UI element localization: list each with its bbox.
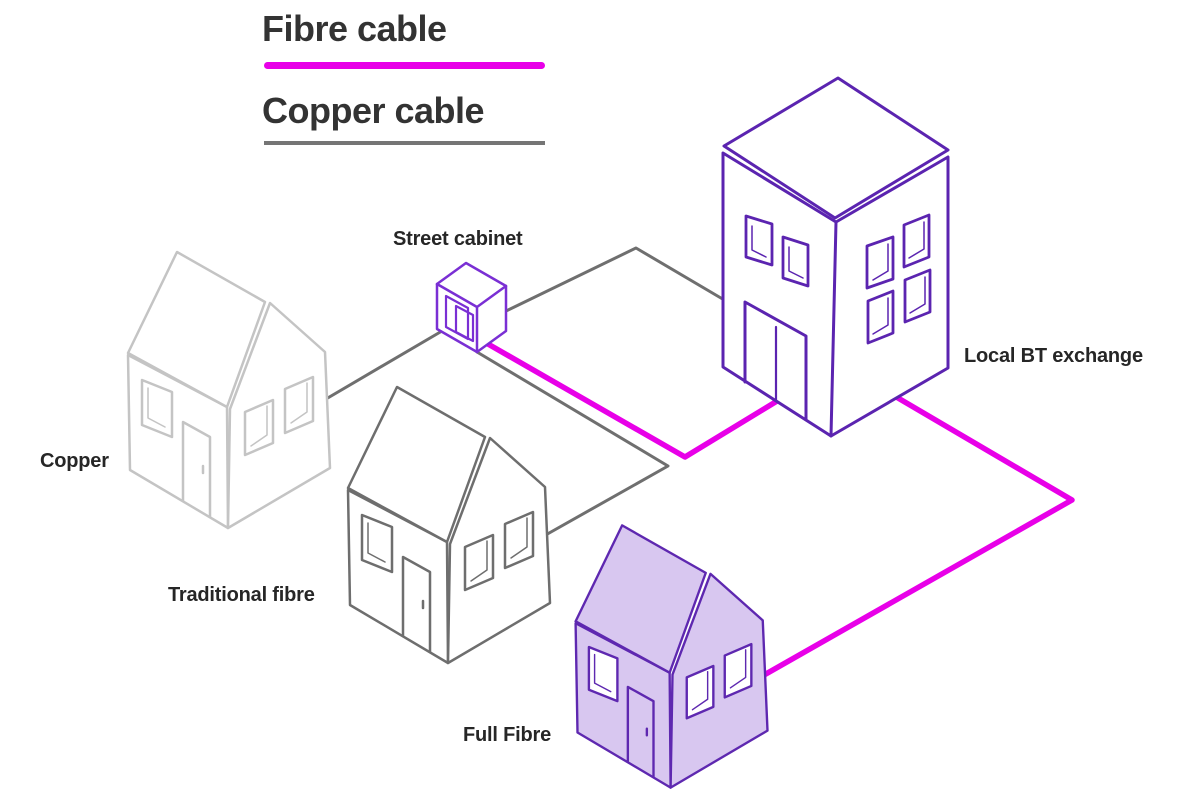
label-local-bt-exchange: Local BT exchange	[964, 345, 1143, 367]
window-glint	[788, 246, 804, 279]
street-cabinet	[435, 261, 508, 354]
cabinet-door-panel	[454, 304, 475, 343]
exchange-door	[743, 300, 808, 421]
full-fibre-house	[574, 524, 769, 789]
traditional-fibre-house	[346, 385, 552, 665]
window-glint	[872, 243, 889, 281]
legend-copper-line	[264, 141, 545, 145]
window-glint	[872, 297, 889, 335]
exchange-window	[866, 289, 895, 345]
exchange-window	[744, 214, 774, 267]
local-bt-exchange	[721, 76, 950, 438]
exchange-corner-edge	[829, 220, 838, 438]
label-copper-house: Copper	[40, 450, 109, 472]
window-glint	[908, 221, 925, 259]
legend-copper-label: Copper cable	[262, 90, 485, 131]
window-glint	[751, 225, 767, 258]
copper-cable-house-to-cabinet	[324, 329, 444, 401]
label-traditional-fibre-house: Traditional fibre	[168, 584, 315, 606]
exchange-window	[781, 235, 810, 288]
exchange-window	[903, 268, 932, 324]
copper-cable-cabinet-to-traditional-house	[475, 350, 670, 543]
legend-fibre-label: Fibre cable	[262, 8, 447, 49]
window-glint	[909, 276, 926, 314]
exchange-window	[902, 213, 931, 269]
label-street-cabinet: Street cabinet	[393, 228, 523, 250]
exchange-window	[865, 235, 895, 290]
fibre-cable-cabinet-to-exchange	[485, 341, 785, 460]
copper-house	[126, 250, 332, 530]
legend-fibre-line	[264, 62, 545, 69]
exchange-roof	[722, 76, 950, 220]
copper-cable-cabinet-to-exchange	[500, 246, 728, 315]
label-full-fibre-house: Full Fibre	[463, 724, 552, 746]
fibre-cable-exchange-to-full-fibre-house	[747, 395, 1075, 686]
cabinet-edges	[435, 282, 508, 354]
cabinet-body	[435, 261, 508, 354]
